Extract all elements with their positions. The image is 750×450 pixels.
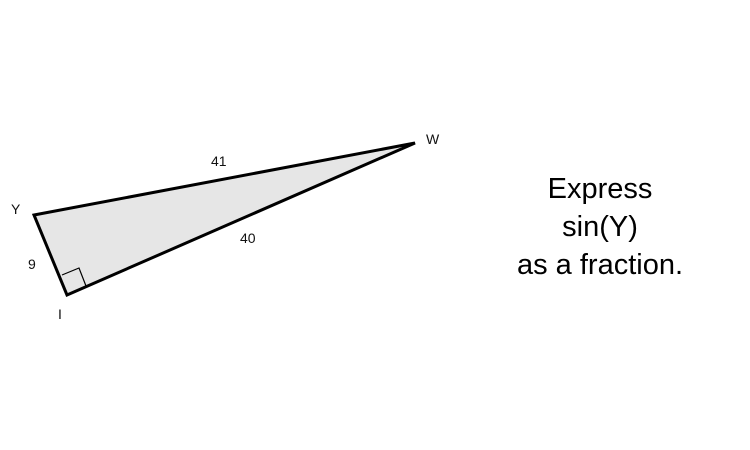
prompt-line-1: Express: [547, 173, 653, 205]
triangle-shape: [31, 141, 416, 297]
side-label-yw: 41: [211, 153, 227, 169]
prompt-line-3: as a fraction.: [516, 249, 684, 281]
side-label-iw: 40: [240, 230, 256, 246]
prompt-line-2: sin(Y): [562, 211, 638, 243]
question-prompt: Express sin(Y) as a fraction.: [480, 170, 720, 284]
right-angle-marker: [61, 267, 87, 287]
vertex-label-w: W: [426, 131, 440, 147]
vertex-label-i: I: [58, 306, 62, 322]
vertex-label-y: Y: [11, 201, 21, 217]
side-label-yi: 9: [28, 256, 36, 272]
